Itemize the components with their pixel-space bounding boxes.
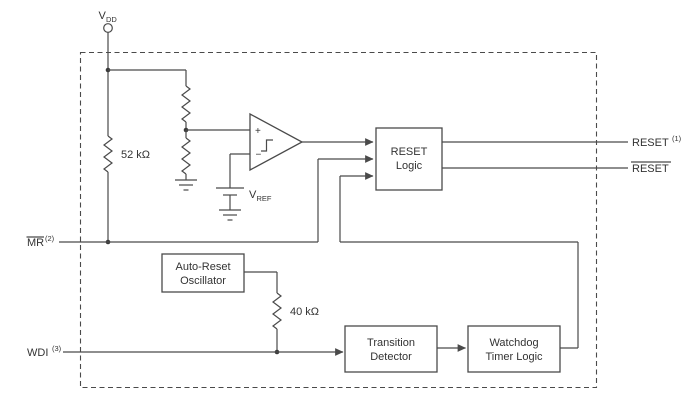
mr-label: MR: [27, 237, 44, 249]
reset-bar-output-label: RESET: [632, 163, 669, 175]
divider-upper-resistor: [181, 85, 191, 123]
reset-logic-line1: RESET: [391, 146, 428, 158]
auto-reset-oscillator-line1: Auto-Reset: [175, 261, 230, 273]
wdi-label: WDI: [27, 347, 48, 359]
ground-symbol: [219, 209, 241, 221]
watchdog-timer-logic-box: [467, 325, 561, 373]
comparator-plus: +: [255, 126, 261, 137]
voltage-divider: [108, 69, 250, 191]
reset-output-label-sup: (1): [672, 134, 682, 143]
auto-reset-oscillator-block: Auto-Reset Oscillator 40 kΩ: [161, 253, 319, 355]
vdd-label-sub: DD: [106, 15, 117, 24]
transition-detector-block: Transition Detector: [344, 325, 467, 373]
auto-reset-oscillator-box: [161, 253, 245, 293]
ic-boundary-dashed-box: [79, 51, 598, 389]
mr-input: MR (2): [26, 155, 374, 249]
reset-logic-box: [375, 127, 443, 191]
hysteresis-icon: [261, 139, 273, 152]
resistor-40k-zigzag: [272, 292, 282, 330]
watchdog-timer-logic-block: Watchdog Timer Logic: [339, 172, 579, 373]
vref-reference: V REF: [216, 153, 272, 221]
reset-logic-block: RESET Logic: [375, 127, 443, 191]
transition-detector-box: [344, 325, 438, 373]
watchdog-timer-line2: Timer Logic: [485, 351, 543, 363]
resistor-40k-label: 40 kΩ: [290, 306, 319, 318]
comparator-minus: −: [256, 150, 262, 161]
reset-logic-line2: Logic: [396, 160, 423, 172]
vdd-terminal: [103, 23, 113, 33]
resistor-zigzag: [103, 135, 113, 173]
wdi-input: WDI (3): [27, 344, 344, 359]
comparator-triangle: [249, 112, 304, 172]
reset-output-label: RESET: [632, 137, 669, 149]
reset-outputs: RESET (1) RESET: [442, 134, 682, 175]
wdi-label-sup: (3): [52, 344, 62, 353]
vdd-pin: V DD: [99, 10, 117, 136]
mr-label-sup: (2): [45, 234, 55, 243]
pullup-resistor-52k: 52 kΩ: [103, 135, 150, 245]
vdd-label: V: [99, 10, 107, 22]
transition-detector-line1: Transition: [367, 337, 415, 349]
ground-symbol: [175, 179, 197, 191]
auto-reset-oscillator-line2: Oscillator: [180, 275, 226, 287]
divider-lower-resistor: [181, 137, 191, 175]
comparator: + −: [249, 112, 374, 172]
vref-label-sub: REF: [257, 194, 272, 203]
resistor-52k-label: 52 kΩ: [121, 149, 150, 161]
transition-detector-line2: Detector: [370, 351, 412, 363]
vref-label: V: [249, 189, 257, 201]
watchdog-timer-line1: Watchdog: [489, 337, 538, 349]
